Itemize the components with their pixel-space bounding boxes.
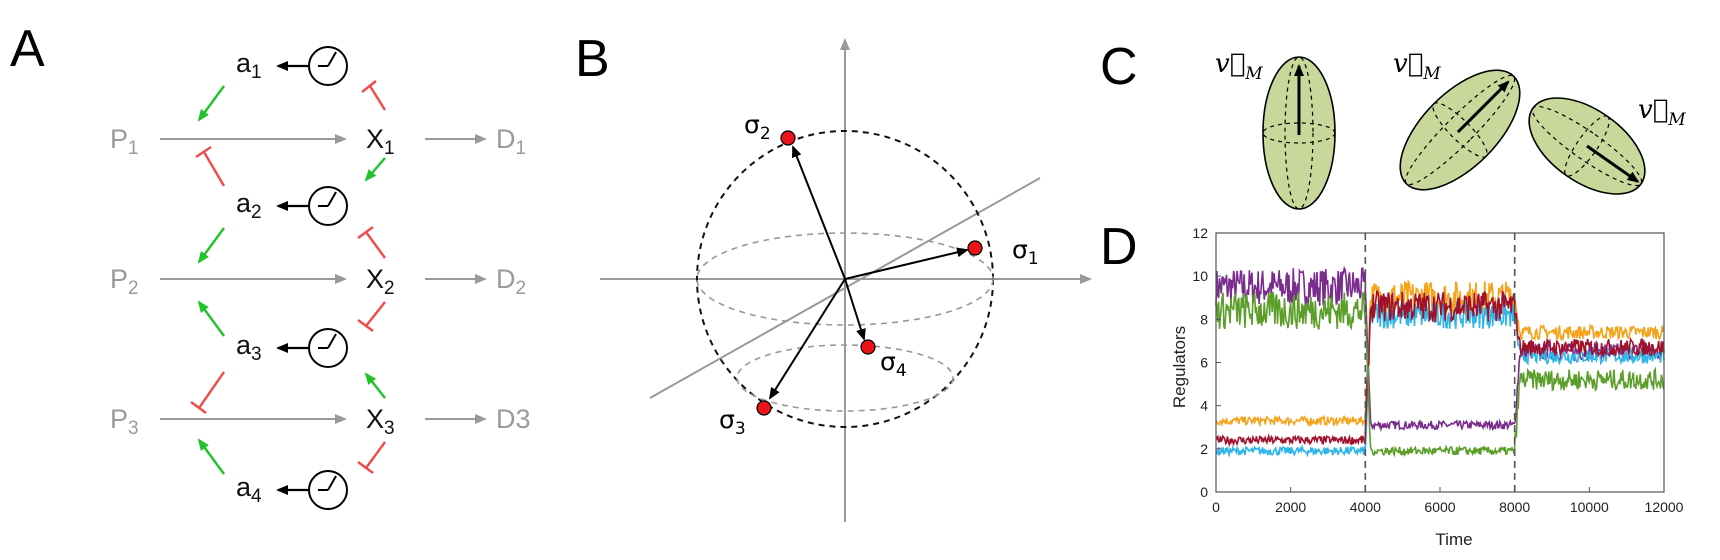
y-tick-label-3: 6	[1200, 355, 1208, 371]
activation-arrow-x3-a3	[364, 372, 386, 399]
activation-arrow-a4-p3	[197, 438, 225, 475]
inhibition-x2-a3	[357, 301, 386, 332]
vector-label-3: v⃗M	[1638, 95, 1686, 130]
chart-series-line-3	[1215, 299, 1665, 458]
vector-sigma-4	[844, 278, 866, 341]
panel-label-a: A	[10, 20, 45, 78]
chart-series-group	[1215, 265, 1665, 458]
panel-label-d: D	[1100, 218, 1138, 276]
vector-sigma-1	[844, 247, 969, 280]
label-sigma-2: σ2	[744, 110, 771, 144]
vector-label-1: v⃗M	[1215, 49, 1263, 84]
panel-a-network: P1 P2 P3 X1 X2 X3 D1 D2 D3 a1 a2 a3 a4	[110, 46, 531, 510]
panel-d-chart: 0 2000 4000 6000 8000 10000 12000 0 2 4 6 8 10 12 Ti…	[1170, 225, 1684, 549]
point-sigma-4	[860, 339, 876, 355]
ellipsoid-vertical	[1262, 56, 1336, 210]
clock-icon-a1	[276, 46, 348, 86]
chart-series-line-4	[1215, 290, 1665, 448]
inhibition-a2-p1	[195, 146, 226, 187]
x-tick-label-2: 4000	[1350, 499, 1381, 515]
panel-label-b: B	[575, 30, 610, 88]
point-sigma-1	[967, 240, 983, 256]
y-tick-label-2: 4	[1200, 398, 1208, 414]
sphere-equator	[696, 232, 994, 326]
vector-sigma-2	[792, 145, 846, 280]
ellipsoid-tilted	[1399, 69, 1521, 191]
label-sigma-1: σ1	[1012, 235, 1039, 269]
producer-p1: P1	[110, 124, 139, 159]
clock-icon-a2	[276, 186, 348, 226]
regulator-a4: a4	[236, 472, 262, 507]
y-tick-label-0: 0	[1200, 484, 1208, 500]
panel-c-ellipsoids: v⃗M v⃗M v⃗M	[1215, 49, 1686, 210]
activation-arrow-a3-p2	[197, 300, 225, 337]
chart-series-line-1	[1215, 265, 1665, 433]
degrader-d3: D3	[496, 404, 531, 434]
degrader-d2: D2	[496, 264, 526, 299]
label-sigma-3: σ3	[719, 405, 746, 439]
species-x3: X3	[366, 404, 395, 439]
x-tick-label-6: 12000	[1645, 499, 1684, 515]
ellipsoid-rotated	[1528, 97, 1646, 195]
species-x1: X1	[366, 124, 395, 159]
chart-series-line-5	[1215, 290, 1665, 458]
inhibition-x1-a1	[361, 80, 387, 111]
chart-x-label: Time	[1435, 530, 1472, 549]
clock-icon-a3	[276, 328, 348, 368]
panel-label-c: C	[1100, 38, 1138, 96]
sphere-latitude	[736, 344, 954, 412]
x-tick-label-3: 6000	[1424, 499, 1455, 515]
inhibition-a3-p3	[190, 371, 225, 414]
activation-arrow-a1-p1	[197, 85, 225, 122]
y-tick-label-6: 12	[1192, 225, 1208, 241]
regulator-a1: a1	[236, 48, 262, 83]
chart-y-label: Regulators	[1170, 326, 1189, 408]
panel-b-sphere: σ1 σ2 σ3 σ4	[600, 38, 1092, 522]
x-tick-label-4: 8000	[1499, 499, 1530, 515]
label-sigma-4: σ4	[880, 347, 907, 381]
vector-label-2: v⃗M	[1393, 49, 1441, 84]
x-tick-label-1: 2000	[1275, 499, 1306, 515]
producer-p3: P3	[110, 404, 139, 439]
y-tick-label-4: 8	[1200, 311, 1208, 327]
inhibition-x2-a2	[357, 226, 386, 259]
degrader-d1: D1	[496, 124, 526, 159]
regulator-a2: a2	[236, 188, 262, 223]
activation-arrow-a2-p2	[197, 227, 225, 264]
species-x2: X2	[366, 264, 395, 299]
point-sigma-2	[780, 130, 796, 146]
clock-icon-a4	[276, 470, 348, 510]
x-tick-label-0: 0	[1212, 499, 1220, 515]
chart-x-ticks: 0 2000 4000 6000 8000 10000 12000	[1212, 487, 1684, 515]
activation-arrow-x1-a2	[364, 157, 386, 182]
sphere-y-axis	[649, 177, 1041, 399]
y-tick-label-5: 10	[1192, 268, 1208, 284]
point-sigma-3	[756, 400, 772, 416]
vector-sigma-3	[768, 278, 846, 400]
regulator-a3: a3	[236, 330, 262, 365]
producer-p2: P2	[110, 264, 139, 299]
y-tick-label-1: 2	[1200, 441, 1208, 457]
inhibition-x3-a4	[357, 441, 386, 474]
chart-y-ticks: 0 2 4 6 8 10 12	[1192, 225, 1221, 500]
x-tick-label-5: 10000	[1570, 499, 1609, 515]
